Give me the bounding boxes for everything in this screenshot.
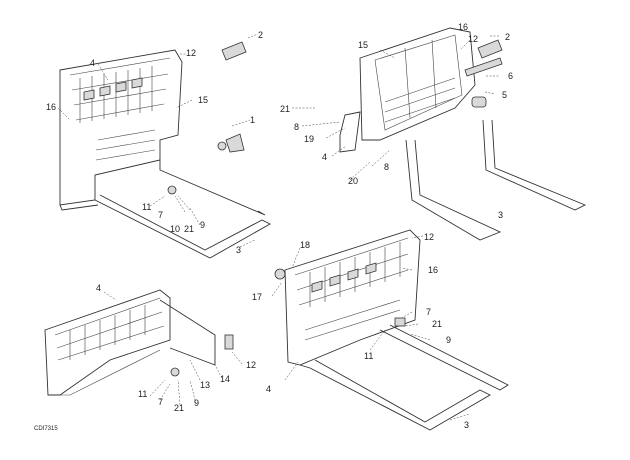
- callout-label: 3: [464, 420, 469, 430]
- callout-label: 7: [426, 307, 431, 317]
- callout-label: 3: [236, 245, 241, 255]
- callout-label: 7: [158, 210, 163, 220]
- callout-label: 21: [280, 104, 290, 114]
- callout-label: 1: [250, 115, 255, 125]
- diagram-code: CDI7315: [34, 426, 58, 432]
- leader-lines: [57, 33, 500, 421]
- callout-label: 12: [186, 48, 196, 58]
- callout-label: 11: [364, 351, 373, 361]
- fork-assembly-bottom-left: [44, 289, 234, 396]
- callout-label: 2: [258, 30, 263, 40]
- callout-label: 15: [358, 40, 368, 50]
- callout-label: 2: [505, 32, 510, 42]
- callout-label: 20: [348, 176, 358, 186]
- callout-labels: 2 4 12 15 16 1 11 7 10 21 9 3 15 16 12 2…: [46, 22, 513, 430]
- callout-label: 21: [432, 319, 442, 329]
- callout-label: 12: [468, 34, 478, 44]
- callout-label: 16: [458, 22, 468, 32]
- callout-label: 15: [198, 95, 208, 105]
- callout-label: 11: [142, 202, 151, 212]
- callout-label: 8: [384, 162, 389, 172]
- fork-assembly-top-right: [339, 27, 587, 241]
- loose-parts: [167, 39, 503, 377]
- callout-label: 19: [304, 134, 314, 144]
- callout-label: 9: [200, 220, 205, 230]
- callout-label: 21: [174, 403, 184, 413]
- callout-label: 4: [266, 384, 271, 394]
- callout-label: 4: [322, 152, 327, 162]
- callout-label: 12: [424, 232, 434, 242]
- callout-label: 3: [498, 210, 503, 220]
- callout-label: 6: [508, 71, 513, 81]
- bracket-part-2: [221, 41, 247, 61]
- callout-label: 12: [246, 360, 256, 370]
- callout-label: 16: [46, 102, 56, 112]
- pin-part-1: [217, 141, 227, 151]
- callout-label: 14: [220, 374, 230, 384]
- fork-assembly-top-left: [59, 49, 271, 259]
- callout-label: 21: [184, 224, 194, 234]
- callout-label: 8: [294, 122, 299, 132]
- callout-label: 7: [158, 397, 163, 407]
- callout-label: 11: [138, 389, 147, 399]
- callout-label: 5: [502, 90, 507, 100]
- callout-label: 16: [428, 265, 438, 275]
- callout-label: 9: [194, 398, 199, 408]
- callout-label: 4: [90, 58, 95, 68]
- callout-label: 18: [300, 240, 310, 250]
- callout-label: 17: [252, 292, 262, 302]
- callout-label: 13: [200, 380, 210, 390]
- callout-label: 10: [170, 224, 180, 234]
- callout-label: 9: [446, 335, 451, 345]
- callout-label: 4: [96, 283, 101, 293]
- fork-assembly-bottom-right: [274, 229, 509, 431]
